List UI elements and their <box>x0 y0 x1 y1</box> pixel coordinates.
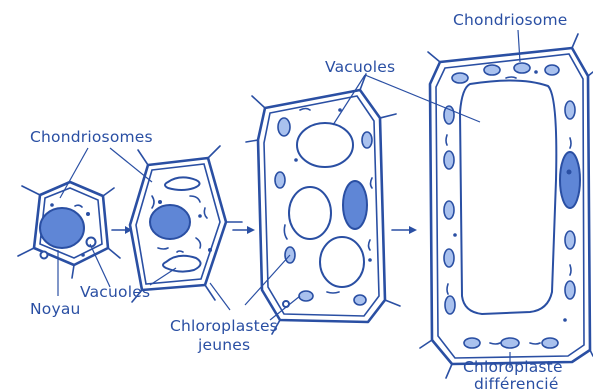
label-chloroplaste-line1: Chloroplaste <box>463 358 563 376</box>
cell4-central-vacuole <box>460 80 556 314</box>
label-chloroplastes-jeunes-line2: jeunes <box>197 336 250 354</box>
cell4-nucleus <box>560 152 580 208</box>
arrow-2-3-head <box>247 226 255 234</box>
cell3-vacuole-1 <box>297 123 353 167</box>
cell2-vacuole-top <box>165 177 200 190</box>
cell2-vacuole-bottom <box>163 256 201 272</box>
cell-stage-1 <box>18 182 120 278</box>
label-chloroplaste-line2: différencié <box>474 375 559 392</box>
cell-stage-4 <box>420 34 593 378</box>
cell3-vacuole-3 <box>320 237 364 287</box>
cell3-vacuole-2 <box>289 187 331 239</box>
label-vacuoles-left: Vacuoles <box>80 283 150 301</box>
label-chondriosome: Chondriosome <box>453 11 568 29</box>
label-chloroplastes-jeunes-line1: Chloroplastes <box>170 317 278 335</box>
cell-stage-3 <box>246 74 400 334</box>
label-chondriosomes: Chondriosomes <box>30 128 153 146</box>
cell2-nucleus <box>150 205 190 239</box>
cell4-chloroplaste-differencie <box>501 338 519 348</box>
arrow-3-4-head <box>409 226 417 234</box>
cell3-nucleus <box>343 181 367 229</box>
cell1-nucleus <box>40 208 84 248</box>
label-vacuoles-top: Vacuoles <box>325 58 395 76</box>
cell-stage-2 <box>130 146 242 302</box>
label-noyau: Noyau <box>30 300 81 318</box>
leader-lines <box>58 30 520 368</box>
